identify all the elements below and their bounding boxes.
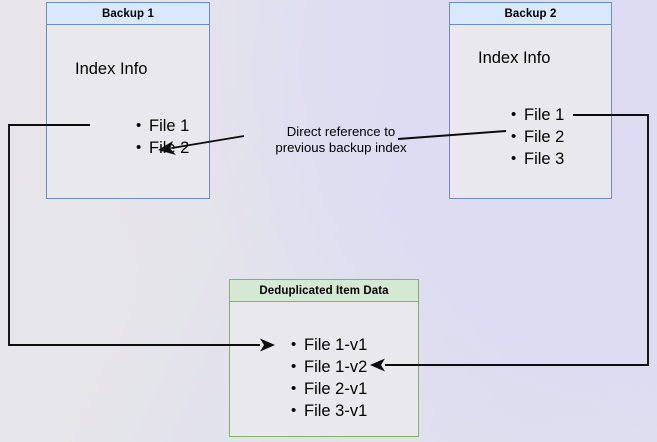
backup-2-box: Backup 2 Index Info File 1 File 2 File 3 — [449, 2, 612, 199]
backup-2-header: Backup 2 — [450, 3, 611, 25]
list-item: File 2 — [511, 126, 564, 148]
backup-1-index-info-label: Index Info — [75, 60, 148, 78]
annotation-line-1: Direct reference to — [286, 124, 396, 139]
list-item: File 2-v1 — [291, 378, 367, 400]
direct-reference-annotation: Direct reference to previous backup inde… — [246, 124, 436, 156]
deduplicated-item-data-header: Deduplicated Item Data — [230, 280, 418, 302]
list-item: File 3-v1 — [291, 400, 367, 422]
deduplicated-item-data-box: Deduplicated Item Data File 1-v1 File 1-… — [229, 279, 419, 437]
list-item: File 1 — [136, 115, 189, 137]
list-item: File 1 — [511, 104, 564, 126]
backup-2-index-info-label: Index Info — [478, 49, 551, 67]
list-item: File 3 — [511, 148, 564, 170]
backup-1-file-list: File 1 File 2 — [133, 115, 189, 159]
annotation-line-2: previous backup index — [275, 140, 407, 155]
backup-1-box: Backup 1 Index Info File 1 File 2 — [46, 2, 210, 199]
list-item: File 1-v2 — [291, 356, 367, 378]
list-item: File 1-v1 — [291, 334, 367, 356]
backup-1-header: Backup 1 — [47, 3, 209, 25]
deduplicated-item-list: File 1-v1 File 1-v2 File 2-v1 File 3-v1 — [288, 334, 367, 422]
list-item: File 2 — [136, 137, 189, 159]
backup-2-file-list: File 1 File 2 File 3 — [508, 104, 564, 170]
